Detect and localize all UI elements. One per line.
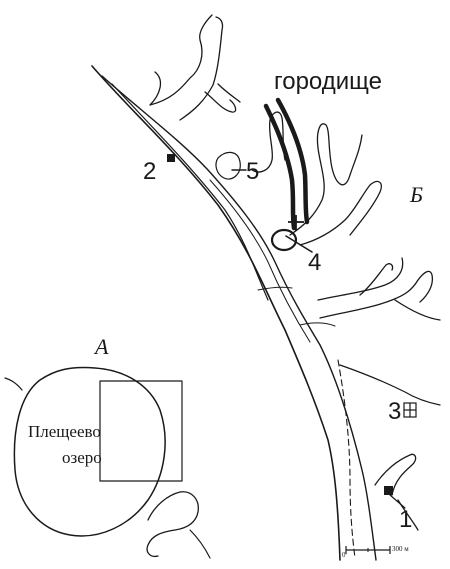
site-label-4: 4 bbox=[308, 249, 322, 276]
right-tributary-branch bbox=[299, 180, 382, 246]
lower-river-dashed bbox=[337, 359, 356, 559]
east-ravine bbox=[339, 364, 441, 406]
scale-value-label: 300 м bbox=[392, 545, 409, 553]
valley-outer-left-bank bbox=[91, 65, 341, 561]
inset-shore-line bbox=[189, 529, 211, 559]
lake-outline bbox=[13, 366, 166, 537]
settlement-label: городище bbox=[274, 68, 382, 95]
settlement-ravine bbox=[251, 111, 286, 173]
valley-section-line bbox=[299, 322, 336, 327]
lake-name-line1: Плещеево bbox=[28, 422, 101, 441]
east-tributary bbox=[317, 257, 434, 319]
panel-b-label: Б bbox=[410, 182, 423, 207]
scale-zero-label: 0 bbox=[342, 551, 346, 559]
site-label-3: 3 bbox=[388, 398, 402, 425]
upper-tributary-branch bbox=[204, 83, 241, 113]
site-marker-square-icon bbox=[167, 154, 175, 162]
valley-right-bank bbox=[101, 75, 377, 561]
upper-tributary bbox=[149, 14, 224, 121]
settlement-rampart bbox=[275, 97, 310, 225]
inset-frame bbox=[99, 380, 183, 482]
settlement-rampart bbox=[263, 103, 297, 231]
valley-inner-left-bank bbox=[111, 83, 269, 301]
east-tributary-branch bbox=[359, 263, 441, 321]
site-1-leader bbox=[389, 494, 406, 509]
inset-shore-line bbox=[4, 377, 23, 391]
site-label-1: 1 bbox=[399, 506, 413, 533]
site-marker-square-icon bbox=[384, 486, 393, 495]
scale-bar-icon bbox=[345, 546, 391, 554]
valley-section-line bbox=[257, 286, 293, 291]
valley-inner-right-bank bbox=[209, 179, 311, 343]
site-4-leader bbox=[285, 235, 313, 253]
building-icon bbox=[403, 402, 417, 418]
site-label-5: 5 bbox=[246, 158, 260, 185]
lake-name-line2: озеро bbox=[62, 448, 102, 467]
panel-a-label: А bbox=[95, 334, 109, 359]
site-4-enclosure bbox=[270, 228, 298, 252]
pond-outline bbox=[215, 151, 241, 180]
cross-icon bbox=[288, 215, 304, 231]
site-label-2: 2 bbox=[143, 158, 157, 185]
right-tributary bbox=[289, 123, 363, 236]
inset-hill-outline bbox=[146, 491, 199, 558]
